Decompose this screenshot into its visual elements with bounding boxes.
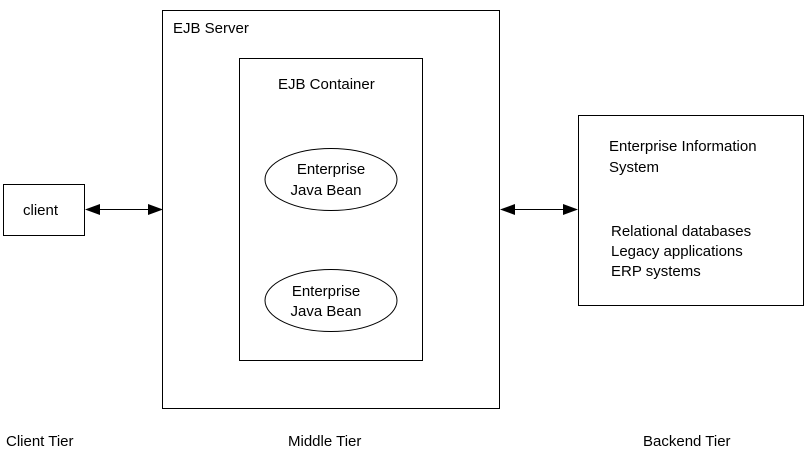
bean-1-line2: Java Bean bbox=[291, 182, 362, 199]
client-server-arrow bbox=[85, 204, 163, 215]
ejb-container-label: EJB Container bbox=[278, 76, 375, 93]
enterprise-bean-2: Enterprise Java Bean bbox=[264, 269, 398, 332]
backend-tier-label: Backend Tier bbox=[643, 433, 731, 450]
eis-title-line1: Enterprise Information bbox=[609, 138, 757, 155]
eis-item-erp-systems: ERP systems bbox=[611, 263, 701, 280]
eis-item-relational-databases: Relational databases bbox=[611, 223, 751, 240]
enterprise-bean-1: Enterprise Java Bean bbox=[264, 148, 398, 211]
client-box bbox=[3, 184, 85, 236]
eis-item-legacy-applications: Legacy applications bbox=[611, 243, 743, 260]
bean-2-line1: Enterprise bbox=[292, 283, 360, 300]
middle-tier-label: Middle Tier bbox=[288, 433, 361, 450]
server-eis-arrow bbox=[500, 204, 578, 215]
bean-2-line2: Java Bean bbox=[291, 303, 362, 320]
bean-1-line1: Enterprise bbox=[297, 161, 365, 178]
eis-title-line2: System bbox=[609, 159, 659, 176]
ejb-server-label: EJB Server bbox=[173, 20, 249, 37]
client-label: client bbox=[23, 202, 59, 219]
client-tier-label: Client Tier bbox=[6, 433, 74, 450]
eis-box bbox=[578, 115, 804, 306]
